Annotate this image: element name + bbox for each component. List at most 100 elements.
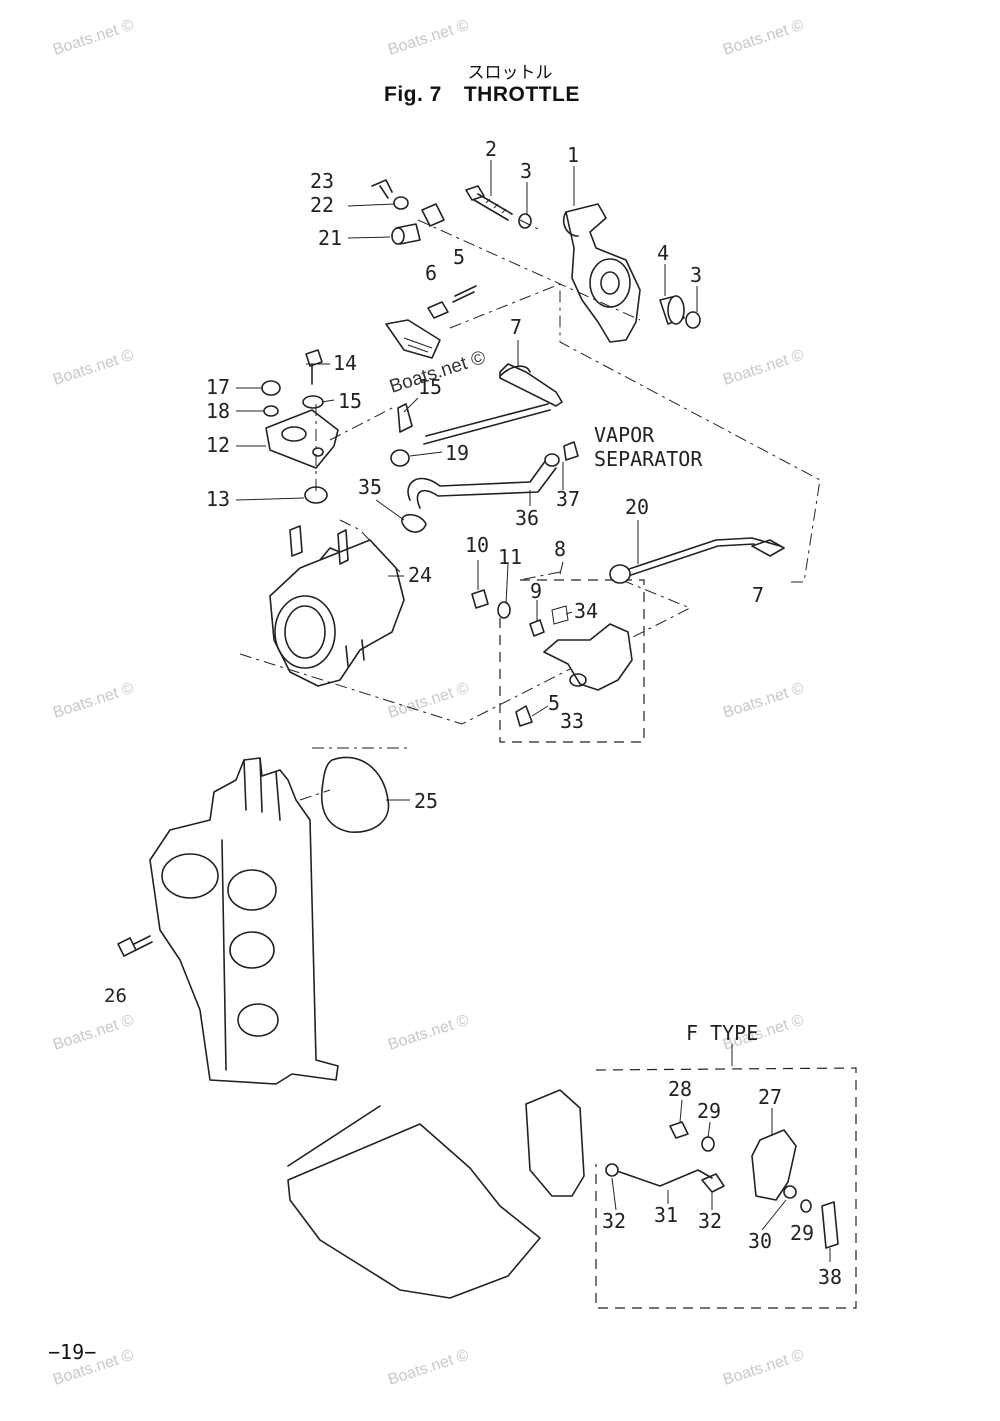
callout-10: 10	[465, 533, 489, 557]
manifold-port	[237, 1003, 279, 1037]
guide-line	[299, 789, 331, 801]
bolt-shank	[133, 935, 153, 951]
guide-line	[329, 405, 397, 441]
bolt-part	[117, 937, 137, 957]
callout-13: 13	[206, 487, 230, 511]
callout-30: 30	[748, 1229, 772, 1253]
callout-32: 32	[698, 1209, 722, 1233]
callout-4: 4	[657, 241, 669, 265]
lever-eye	[569, 673, 587, 687]
nut-part	[427, 301, 449, 319]
clip-ring-part	[393, 196, 409, 210]
clip-part	[371, 179, 393, 199]
bolt-part	[669, 1121, 689, 1139]
link-lever-part	[543, 623, 633, 691]
bush-part	[529, 619, 545, 637]
gasket-part	[320, 756, 390, 833]
joint-part	[390, 449, 410, 467]
throttle-bore-inner	[284, 605, 326, 659]
watermark: Boats.net ©	[721, 347, 806, 389]
callout-7: 7	[510, 315, 522, 339]
engine-fragment	[287, 1105, 541, 1299]
watermark: Boats.net ©	[51, 1012, 136, 1054]
figure-number: Fig. 7	[384, 83, 442, 106]
callout-34: 34	[574, 599, 598, 623]
bush-part	[783, 1185, 797, 1199]
callout-26: 26	[104, 985, 127, 1007]
watermark: Boats.net ©	[386, 17, 471, 59]
ball-joint-part	[421, 203, 445, 227]
engine-bracket	[525, 1089, 585, 1197]
hose-clip-part	[401, 513, 427, 533]
intake-manifold-part	[117, 757, 339, 1085]
callout-11: 11	[498, 545, 522, 569]
manifold-edge	[221, 839, 227, 1071]
callout-19: 19	[445, 441, 469, 465]
callout-28: 28	[668, 1077, 692, 1101]
hose-end	[544, 453, 560, 467]
washer-part	[701, 1136, 715, 1152]
callout-2: 2	[485, 137, 497, 161]
watermark: Boats.net ©	[721, 17, 806, 59]
fuel-hose-part	[416, 467, 557, 509]
f-type-frame	[595, 1067, 857, 1309]
callout-36: 36	[515, 506, 539, 530]
callout-6: 6	[425, 261, 437, 285]
adjust-screw-part	[397, 403, 413, 433]
callout-3: 3	[520, 159, 532, 183]
callout-29: 29	[790, 1221, 814, 1245]
throttle-post	[289, 525, 303, 557]
callout-7: 7	[752, 583, 764, 607]
note-separator: SEPARATOR	[594, 447, 703, 471]
guide-line	[339, 519, 401, 573]
lever-part	[751, 1129, 797, 1201]
callout-9: 9	[530, 579, 542, 603]
hose-clip-part	[563, 441, 579, 461]
manifold-post	[243, 757, 281, 821]
callout-labels: 2 3 1 4 3 23 22 21 6 5 7 14 15 15 17 18 …	[104, 137, 842, 1289]
callout-5: 5	[548, 691, 560, 715]
watermark: Boats.net ©	[386, 1012, 471, 1054]
link-rod-part	[613, 1169, 713, 1187]
clip-part	[605, 1163, 619, 1177]
wave-washer-part	[302, 395, 324, 409]
rod-20-line	[619, 537, 781, 573]
bolt-part	[465, 185, 513, 221]
callout-1: 1	[567, 143, 579, 167]
throttle-body-part	[239, 519, 692, 725]
callout-29: 29	[697, 1099, 721, 1123]
title-japanese: スロットル	[467, 63, 553, 83]
screw-part	[452, 285, 477, 303]
page-number: −19−	[48, 1340, 97, 1364]
watermark: Boats.net ©	[721, 1347, 806, 1389]
lever-bore	[600, 271, 620, 295]
f-type-assembly	[287, 1067, 857, 1309]
callout-38: 38	[818, 1265, 842, 1289]
plate-hole	[281, 426, 307, 442]
callout-8: 8	[554, 537, 566, 561]
guide-line	[417, 219, 641, 321]
throttle-lever-part	[565, 203, 641, 343]
link-rod	[423, 403, 551, 445]
rod-20-line	[621, 543, 755, 579]
washer-part	[518, 213, 532, 229]
leader-lines	[235, 160, 831, 1262]
note-vapor: VAPOR	[594, 423, 655, 447]
watermark: Boats.net ©	[386, 1347, 471, 1389]
rod-joint-end	[391, 227, 405, 245]
callout-17: 17	[206, 375, 230, 399]
washer-part	[800, 1199, 812, 1213]
manifold-port	[227, 869, 277, 911]
callout-18: 18	[206, 399, 230, 423]
callout-3: 3	[690, 263, 702, 287]
watermark: Boats.net ©	[51, 17, 136, 59]
nut-part	[261, 380, 281, 396]
callout-12: 12	[206, 433, 230, 457]
callout-24: 24	[408, 563, 432, 587]
callout-15: 15	[418, 375, 442, 399]
washer-part	[685, 311, 701, 329]
callout-32: 32	[602, 1209, 626, 1233]
watermark: Boats.net ©	[51, 680, 136, 722]
